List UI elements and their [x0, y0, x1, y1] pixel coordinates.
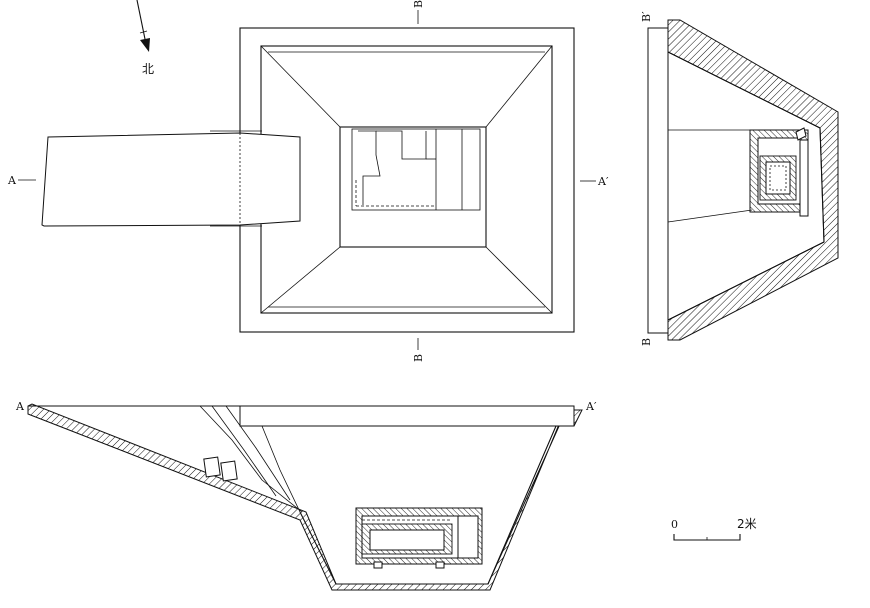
long-coffin [369, 529, 445, 551]
plan-pit-floor [339, 126, 487, 248]
cross-section-pit [667, 51, 825, 321]
plan-pit-mouth [260, 45, 553, 314]
long-pit-profile [299, 425, 557, 585]
plan-slope-edge [260, 45, 341, 128]
plan-slope-edge [485, 45, 553, 128]
north-arrow: 北 [136, 0, 154, 76]
scale-label-start: 0 [671, 518, 678, 531]
north-arrow-shaft [136, 0, 147, 45]
north-label: 北 [142, 62, 154, 76]
long-chamber-foot [373, 561, 383, 569]
long-section-earth [27, 403, 583, 591]
long-ramp-line [225, 405, 291, 501]
plan-passage-body [41, 132, 301, 227]
plan-chamber-inner [358, 130, 381, 205]
long-chamber-side [457, 515, 479, 559]
cross-label-b: B [640, 338, 653, 346]
plan-passage [41, 130, 301, 227]
long-ramp-line [199, 405, 303, 513]
long-top-slab [239, 405, 575, 427]
long-section-view: A A′ [15, 400, 597, 591]
north-arrow-head [140, 38, 150, 52]
scale-label-end: 2米 [737, 517, 757, 531]
scale-bar: 0 2米 [671, 517, 757, 541]
north-arrow-tick [139, 30, 148, 34]
long-ramp-line [211, 405, 277, 497]
cross-section-post [799, 139, 809, 217]
plan-coffin-chamber [351, 128, 481, 211]
plan-label-b-top: B [412, 0, 425, 8]
cross-section-top-slab [647, 27, 669, 334]
plan-chamber-outline [351, 128, 481, 211]
long-label-a-prime: A′ [585, 400, 597, 413]
cross-section-coffin-inner [769, 165, 787, 191]
plan-label-a-prime: A′ [597, 175, 609, 188]
plan-label-a: A [7, 174, 17, 187]
plan-slope-edge [260, 246, 341, 314]
long-label-a: A [15, 400, 25, 413]
long-ramp-line [261, 425, 301, 513]
cross-section-view: B′ B [640, 11, 839, 346]
plan-label-b-bottom: B [412, 354, 425, 362]
cross-section-detail [795, 127, 807, 141]
cross-section-chamber [749, 127, 809, 217]
plan-chamber-inner [376, 130, 427, 160]
long-ramp-object [203, 456, 221, 478]
cross-label-b-prime: B′ [640, 11, 653, 22]
long-section-chamber [355, 507, 483, 569]
plan-slope-edge [485, 246, 553, 314]
plan-view: A A′ B B [7, 0, 609, 362]
long-ramp-object [220, 460, 238, 482]
long-chamber-foot [435, 561, 445, 569]
cross-section-fill-line [667, 209, 753, 223]
